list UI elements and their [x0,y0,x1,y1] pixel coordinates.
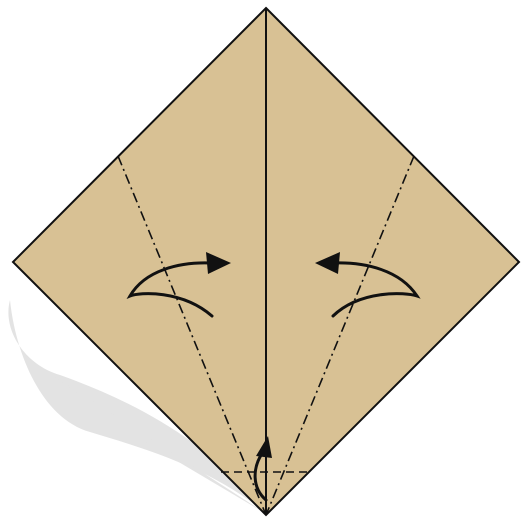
origami-diagram [0,0,521,520]
diagram-canvas [0,0,521,520]
